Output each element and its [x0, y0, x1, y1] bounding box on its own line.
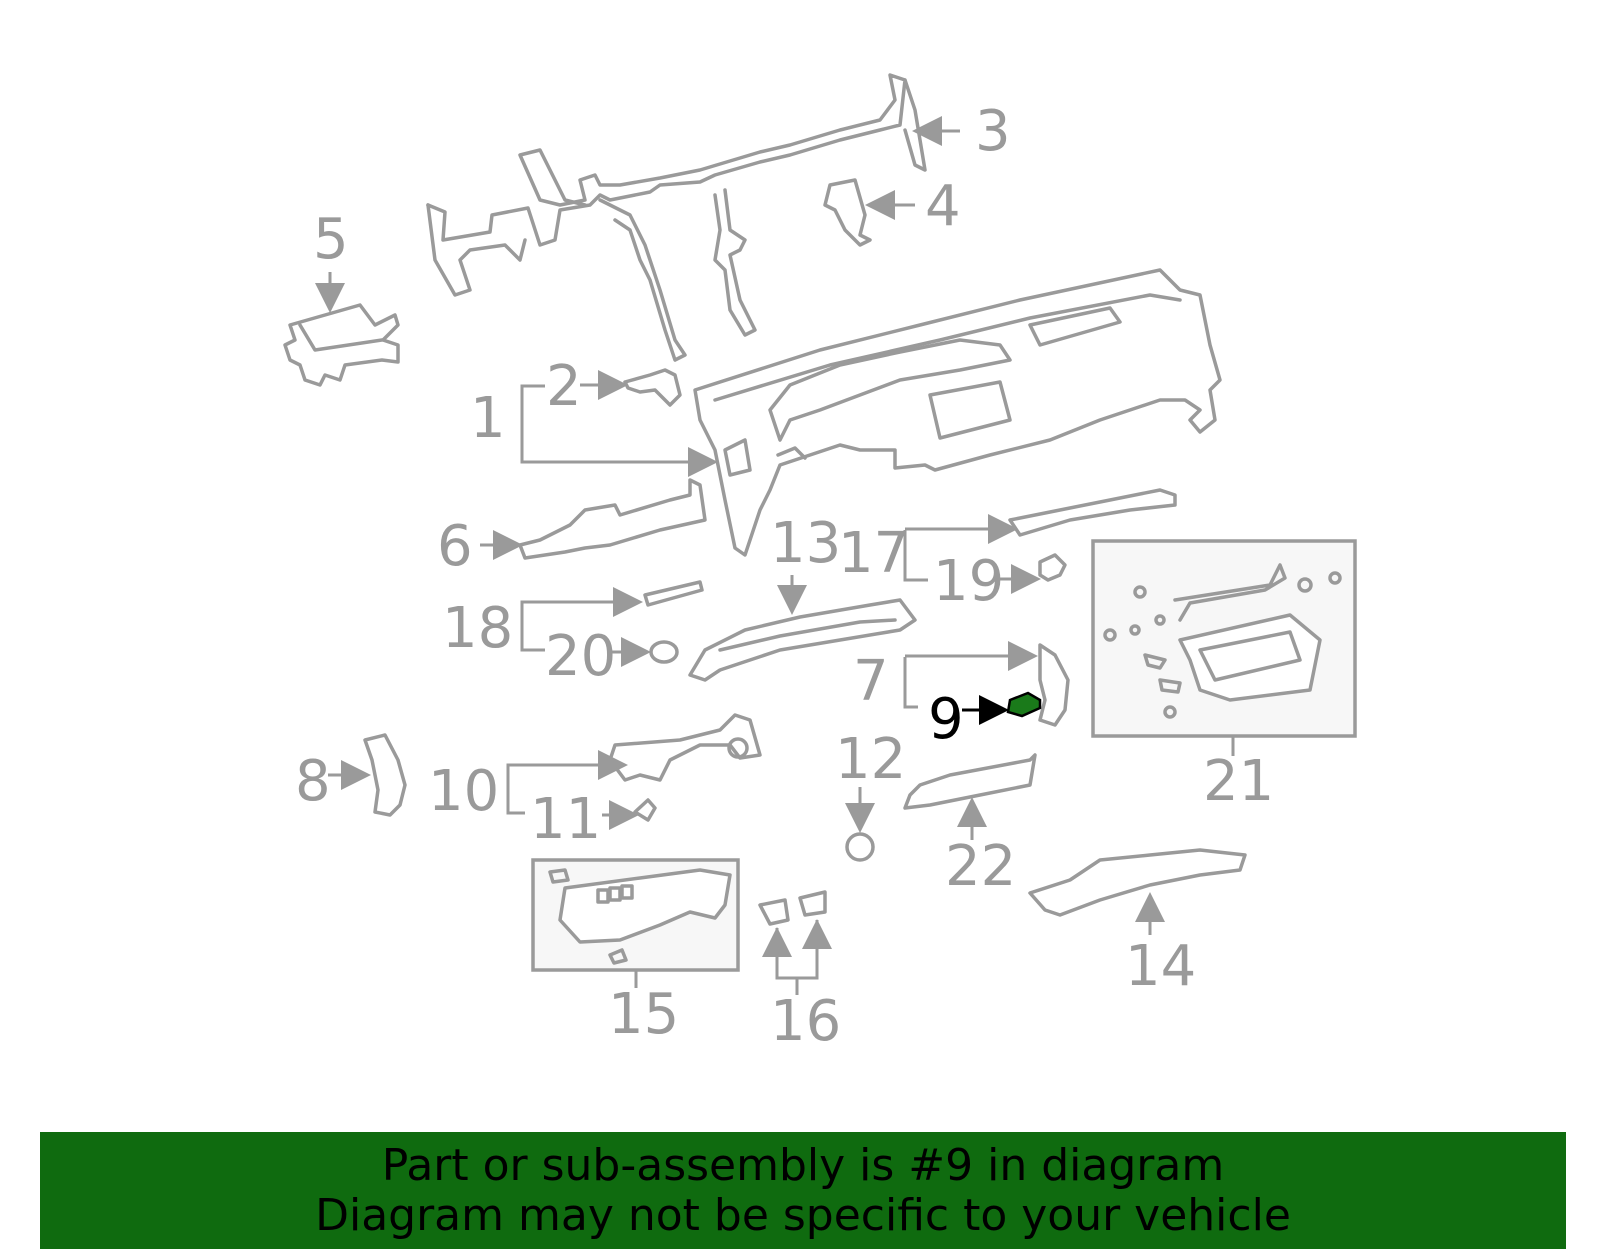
part-3-reinforcement-beam [426, 73, 927, 362]
callout-12: 12 [835, 727, 906, 792]
part-2-bracket [623, 368, 682, 407]
banner-line-1: Part or sub-assembly is #9 in diagram [381, 1139, 1225, 1191]
callout-2: 2 [546, 354, 582, 419]
callout-1: 1 [470, 386, 506, 451]
part-12-grommet [845, 832, 875, 862]
part-13-cluster-panel [688, 598, 917, 682]
part-1-instrument-panel [693, 268, 1222, 557]
part-11-clip [633, 798, 657, 822]
callout-6: 6 [437, 514, 473, 579]
part-7-side-panel [1038, 643, 1070, 727]
part-6-duct [518, 478, 707, 560]
callout-13: 13 [770, 511, 841, 576]
info-banner: Part or sub-assembly is #9 in diagram Di… [40, 1132, 1566, 1249]
callout-8: 8 [295, 749, 331, 814]
callout-19: 19 [933, 549, 1004, 614]
callout-5: 5 [313, 207, 349, 272]
part-17-garnish [1008, 488, 1177, 537]
part-5-airbag-module [283, 303, 400, 387]
callout-20: 20 [545, 624, 616, 689]
callout-10: 10 [428, 759, 499, 824]
part-15-lower-cover-assembly [548, 868, 732, 965]
part-20-knob [649, 640, 679, 664]
callout-21: 21 [1203, 749, 1274, 814]
part-10-lower-panel [608, 713, 762, 782]
callout-4: 4 [925, 174, 961, 239]
part-9-switch-highlighted [1006, 691, 1042, 718]
part-18-trim [643, 580, 704, 607]
banner-line-2: Diagram may not be specific to your vehi… [315, 1189, 1291, 1241]
callout-18: 18 [442, 596, 513, 661]
callout-11: 11 [530, 787, 601, 852]
callout-16: 16 [770, 989, 841, 1054]
part-19-clip [1038, 553, 1067, 582]
part-14-tray [1028, 848, 1247, 917]
callout-3: 3 [975, 99, 1011, 164]
part-21-audio-bezel-assembly [1103, 563, 1342, 719]
callout-17: 17 [838, 521, 909, 586]
part-4-bracket [823, 178, 872, 247]
callout-22: 22 [945, 834, 1016, 899]
callout-9-highlighted: 9 [928, 687, 964, 752]
part-22-lower-bracket [903, 753, 1037, 810]
part-8-end-panel [363, 733, 407, 817]
callout-14: 14 [1125, 934, 1196, 999]
callout-7: 7 [853, 649, 889, 714]
part-16-clips [758, 890, 827, 926]
callout-15: 15 [608, 982, 679, 1047]
